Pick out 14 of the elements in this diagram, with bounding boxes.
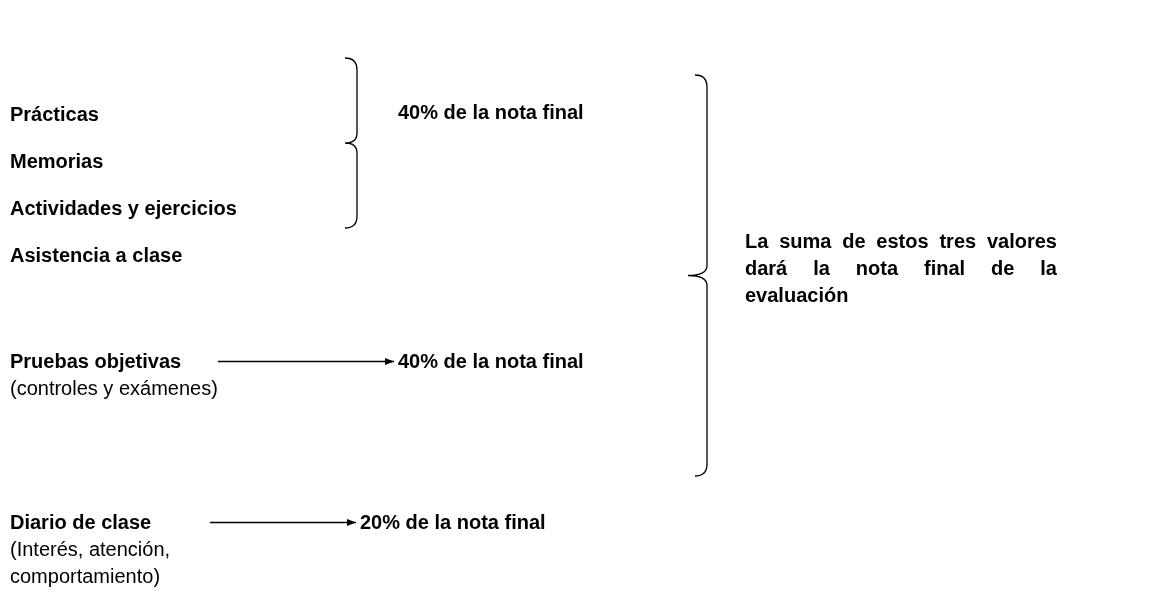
item-note: (controles y exámenes) — [10, 376, 218, 401]
summary-text: La suma de estos tres valores dará la nota final de la evaluación — [745, 229, 1057, 308]
item-label: Actividades y ejercicios — [10, 196, 237, 221]
item-heading: Diario de clase — [10, 510, 153, 535]
arrow — [209, 518, 357, 527]
item-note: (Interés, atención, comportamiento) — [10, 537, 172, 589]
item-heading: Pruebas objetivas — [10, 349, 183, 374]
item-label: Prácticas — [10, 102, 99, 127]
percentage-text: 40% de la nota final — [398, 349, 584, 374]
item-label: Asistencia a clase — [10, 243, 183, 268]
arrow — [217, 357, 395, 366]
item-label: Memorias — [10, 149, 104, 174]
percentage-text: 20% de la nota final — [360, 510, 546, 535]
percentage-text: 40% de la nota final — [398, 100, 584, 125]
